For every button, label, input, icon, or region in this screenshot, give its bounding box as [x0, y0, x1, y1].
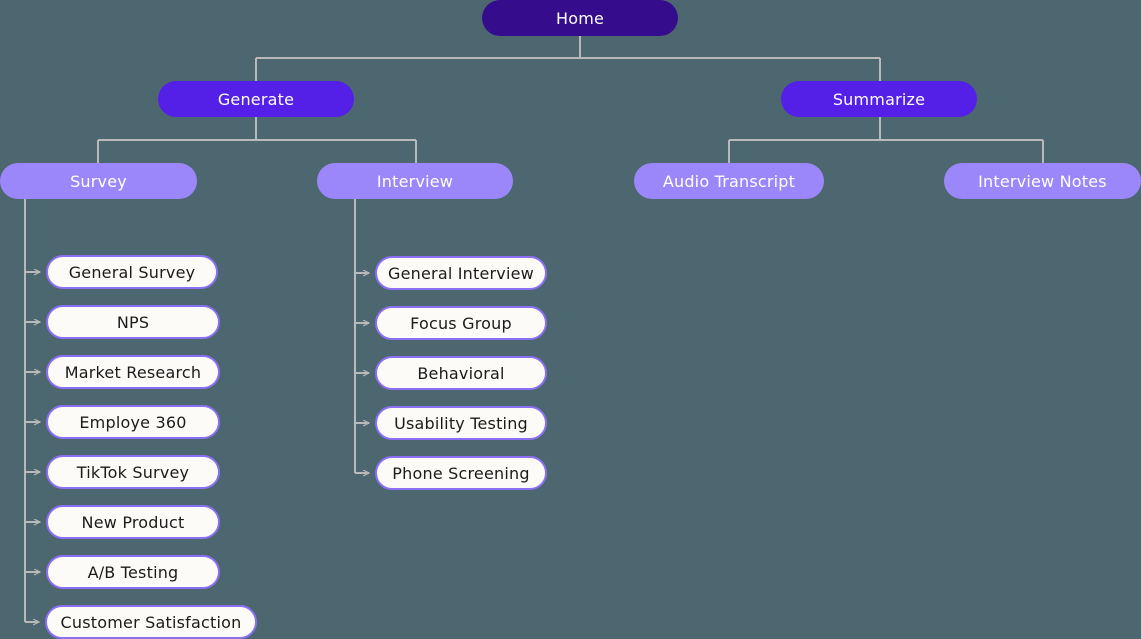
node-home[interactable]: Home — [482, 0, 678, 36]
node-survey-child-5[interactable]: TikTok Survey — [46, 455, 220, 489]
node-survey-child-5-label: TikTok Survey — [76, 462, 190, 482]
node-survey-child-2-label: NPS — [116, 312, 150, 332]
node-interview-child-4[interactable]: Usability Testing — [375, 406, 547, 440]
node-survey-child-4[interactable]: Employe 360 — [46, 405, 220, 439]
node-survey-child-1-label: General Survey — [68, 262, 196, 282]
node-interview-child-5[interactable]: Phone Screening — [375, 456, 547, 490]
node-interview-child-3-label: Behavioral — [417, 363, 505, 383]
node-interview[interactable]: Interview — [317, 163, 513, 199]
node-audio-transcript-label: Audio Transcript — [662, 171, 796, 191]
node-interview-notes[interactable]: Interview Notes — [944, 163, 1141, 199]
node-summarize-label: Summarize — [832, 89, 926, 109]
node-survey-child-7-label: A/B Testing — [87, 562, 179, 582]
node-generate-label: Generate — [217, 89, 295, 109]
node-survey-child-8-label: Customer Satisfaction — [60, 612, 242, 632]
node-interview-child-5-label: Phone Screening — [392, 463, 530, 483]
node-survey-child-7[interactable]: A/B Testing — [46, 555, 220, 589]
node-survey-child-1[interactable]: General Survey — [46, 255, 218, 289]
node-home-label: Home — [555, 8, 605, 28]
node-survey-child-6-label: New Product — [81, 512, 185, 532]
node-interview-label: Interview — [376, 171, 454, 191]
node-survey-child-3-label: Market Research — [64, 362, 202, 382]
node-interview-child-2[interactable]: Focus Group — [375, 306, 547, 340]
node-survey[interactable]: Survey — [0, 163, 197, 199]
node-survey-child-4-label: Employe 360 — [79, 412, 187, 432]
node-survey-label: Survey — [70, 171, 127, 191]
node-survey-child-8[interactable]: Customer Satisfaction — [45, 605, 257, 639]
node-interview-child-4-label: Usability Testing — [394, 413, 528, 433]
node-interview-child-3[interactable]: Behavioral — [375, 356, 547, 390]
node-survey-child-3[interactable]: Market Research — [46, 355, 220, 389]
node-interview-child-2-label: Focus Group — [410, 313, 512, 333]
node-interview-child-1[interactable]: General Interview — [375, 256, 547, 290]
node-audio-transcript[interactable]: Audio Transcript — [634, 163, 824, 199]
node-survey-child-6[interactable]: New Product — [46, 505, 220, 539]
node-generate[interactable]: Generate — [158, 81, 354, 117]
node-interview-notes-label: Interview Notes — [978, 171, 1107, 191]
node-summarize[interactable]: Summarize — [781, 81, 977, 117]
node-survey-child-2[interactable]: NPS — [46, 305, 220, 339]
node-interview-child-1-label: General Interview — [388, 263, 534, 283]
